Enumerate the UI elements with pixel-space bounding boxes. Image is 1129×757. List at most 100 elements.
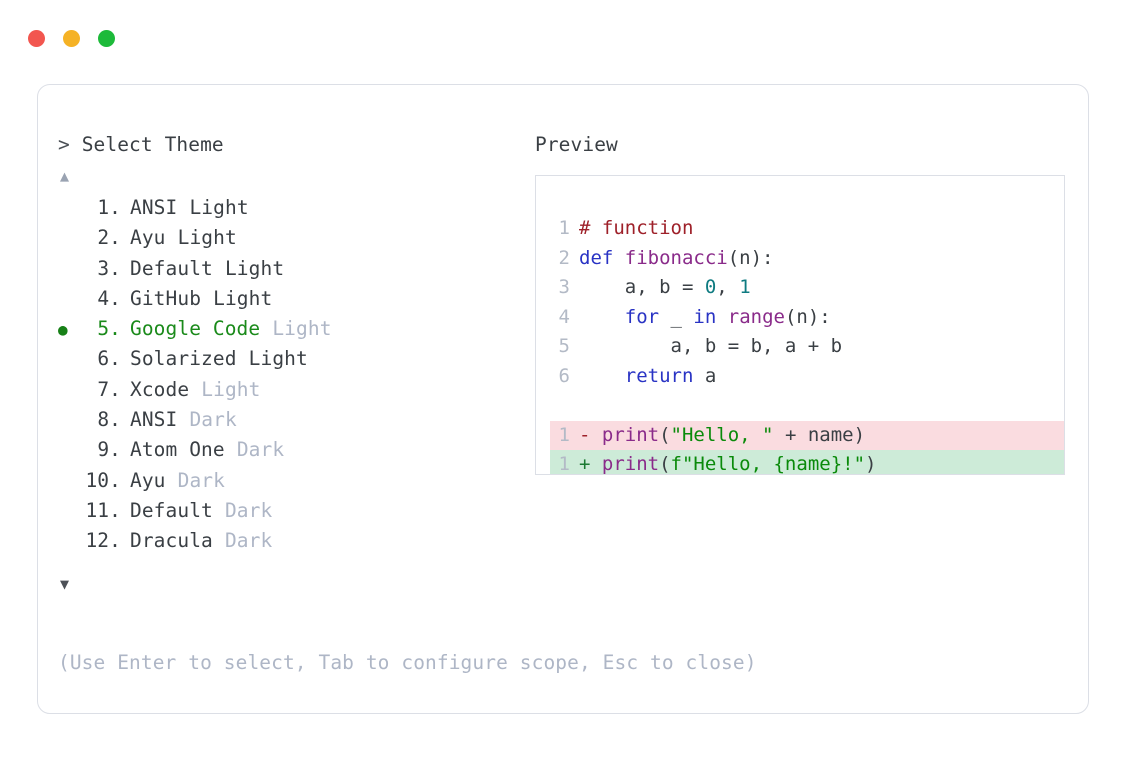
theme-variant: Light bbox=[213, 286, 273, 310]
scroll-up-icon[interactable]: ▲ bbox=[60, 167, 70, 185]
theme-name: Ayu bbox=[130, 226, 166, 250]
theme-name: Solarized bbox=[130, 347, 237, 371]
line-number: 6 bbox=[558, 364, 570, 387]
code-line: 4 for _ in range(n): bbox=[550, 303, 1064, 333]
line-number: 1 bbox=[558, 217, 570, 239]
theme-list-item[interactable]: 8. ANSI Dark bbox=[58, 405, 528, 435]
theme-index: 1. bbox=[97, 196, 121, 219]
theme-list-item[interactable]: 6. Solarized Light bbox=[58, 344, 528, 374]
theme-name: Xcode bbox=[130, 377, 190, 401]
theme-index: 9. bbox=[97, 438, 121, 462]
minimize-window-button[interactable] bbox=[63, 30, 80, 47]
theme-selector-panel: > Select Theme ▲ 1. ANSI Light 2. Ayu Li… bbox=[37, 84, 1089, 714]
line-number: 3 bbox=[558, 276, 570, 298]
code-token: a bbox=[693, 364, 717, 387]
code-token: f"Hello, {name}!" bbox=[670, 453, 866, 475]
theme-name: ANSI bbox=[130, 408, 178, 432]
code-token: return bbox=[624, 364, 694, 387]
code-token: for bbox=[624, 305, 660, 328]
theme-variant: Dark bbox=[236, 438, 285, 462]
window-titlebar bbox=[28, 30, 115, 47]
theme-index: 3. bbox=[97, 256, 121, 280]
code-token: (n): bbox=[784, 305, 831, 328]
preview-label: Preview bbox=[535, 133, 618, 156]
code-token: in bbox=[693, 305, 717, 328]
selection-bullet-icon: ● bbox=[58, 320, 68, 340]
code-line: 5 a, b = b, a + b bbox=[550, 332, 1064, 362]
code-token: # function bbox=[579, 217, 694, 239]
keyboard-hint: (Use Enter to select, Tab to configure s… bbox=[58, 651, 757, 674]
theme-list-item[interactable]: 12. Dracula Dark bbox=[58, 526, 528, 556]
code-token: a, b = bbox=[579, 276, 705, 298]
selection-bullet-icon bbox=[58, 194, 84, 223]
theme-variant: Light bbox=[177, 226, 237, 250]
theme-index: 4. bbox=[97, 286, 121, 310]
theme-list-item[interactable]: 4. GitHub Light bbox=[58, 284, 528, 314]
theme-list-column: > Select Theme ▲ 1. ANSI Light 2. Ayu Li… bbox=[58, 131, 528, 595]
theme-list-item[interactable]: 7. Xcode Light bbox=[58, 375, 528, 405]
code-token: ( bbox=[659, 453, 671, 475]
theme-index: 2. bbox=[97, 226, 121, 250]
theme-name: Atom One bbox=[130, 438, 225, 462]
diff-line-add: 1+ print(f"Hello, {name}!") bbox=[550, 450, 1064, 475]
theme-index: 6. bbox=[97, 347, 121, 371]
line-number: 2 bbox=[558, 246, 570, 269]
theme-index: 12. bbox=[85, 529, 121, 553]
code-token bbox=[579, 365, 625, 387]
diff-marker: + bbox=[579, 453, 602, 475]
code-line: 6 return a bbox=[550, 362, 1064, 392]
code-line: 3 a, b = 0, 1 bbox=[550, 273, 1064, 303]
code-token: "Hello, " bbox=[670, 423, 774, 446]
code-token: ( bbox=[659, 423, 671, 446]
theme-variant: Light bbox=[248, 347, 308, 371]
page-title bbox=[70, 133, 82, 156]
theme-list-item[interactable]: 9. Atom One Dark bbox=[58, 435, 528, 465]
code-spacer bbox=[550, 391, 1064, 421]
code-token: , bbox=[716, 276, 740, 298]
code-token: a, b = b, a + b bbox=[579, 335, 843, 357]
diff-line-del: 1- print("Hello, " + name) bbox=[550, 420, 1064, 450]
code-token: fibonacci bbox=[624, 246, 728, 269]
theme-name: Ayu bbox=[130, 468, 166, 492]
theme-list-item[interactable]: 11. Default Dark bbox=[58, 496, 528, 526]
selection-bullet-icon bbox=[58, 376, 84, 405]
theme-list-item[interactable]: 3. Default Light bbox=[58, 254, 528, 284]
code-token: def bbox=[579, 246, 625, 269]
theme-list-item[interactable]: ● 5. Google Code Light bbox=[58, 314, 528, 344]
maximize-window-button[interactable] bbox=[98, 30, 115, 47]
diff-block: 1- print("Hello, " + name)1+ print(f"Hel… bbox=[550, 420, 1064, 475]
theme-variant: Dark bbox=[224, 529, 273, 553]
selection-bullet-icon bbox=[58, 527, 84, 556]
theme-index: 7. bbox=[97, 377, 121, 401]
code-token: + name) bbox=[773, 423, 866, 446]
theme-list-item[interactable]: 10. Ayu Dark bbox=[58, 466, 528, 496]
code-token bbox=[716, 306, 727, 328]
theme-variant: Light bbox=[201, 377, 261, 401]
selection-bullet-icon bbox=[58, 467, 84, 496]
scroll-down-icon[interactable]: ▼ bbox=[60, 574, 70, 593]
theme-list-item[interactable]: 2. Ayu Light bbox=[58, 223, 528, 253]
close-window-button[interactable] bbox=[28, 30, 45, 47]
preview-column: Preview bbox=[535, 131, 1065, 159]
theme-name: Google Code bbox=[130, 317, 261, 341]
code-line: 1 # function bbox=[550, 214, 1064, 244]
selection-bullet-icon bbox=[58, 406, 84, 435]
theme-index: 11. bbox=[85, 498, 121, 522]
selection-bullet-icon bbox=[58, 436, 84, 465]
line-number: 1 bbox=[558, 423, 570, 446]
theme-list-item[interactable]: 1. ANSI Light bbox=[58, 193, 528, 223]
theme-variant: Dark bbox=[177, 468, 225, 492]
code-token: print bbox=[601, 423, 660, 446]
selection-bullet-icon bbox=[58, 497, 84, 526]
code-token: print bbox=[601, 453, 660, 475]
code-token: 1 bbox=[739, 276, 751, 298]
line-number: 1 bbox=[558, 453, 570, 475]
theme-variant: Light bbox=[272, 317, 332, 341]
code-token: range bbox=[727, 305, 785, 328]
line-number: 5 bbox=[558, 335, 570, 357]
theme-name: GitHub bbox=[130, 286, 202, 310]
code-token: (n): bbox=[727, 246, 774, 269]
